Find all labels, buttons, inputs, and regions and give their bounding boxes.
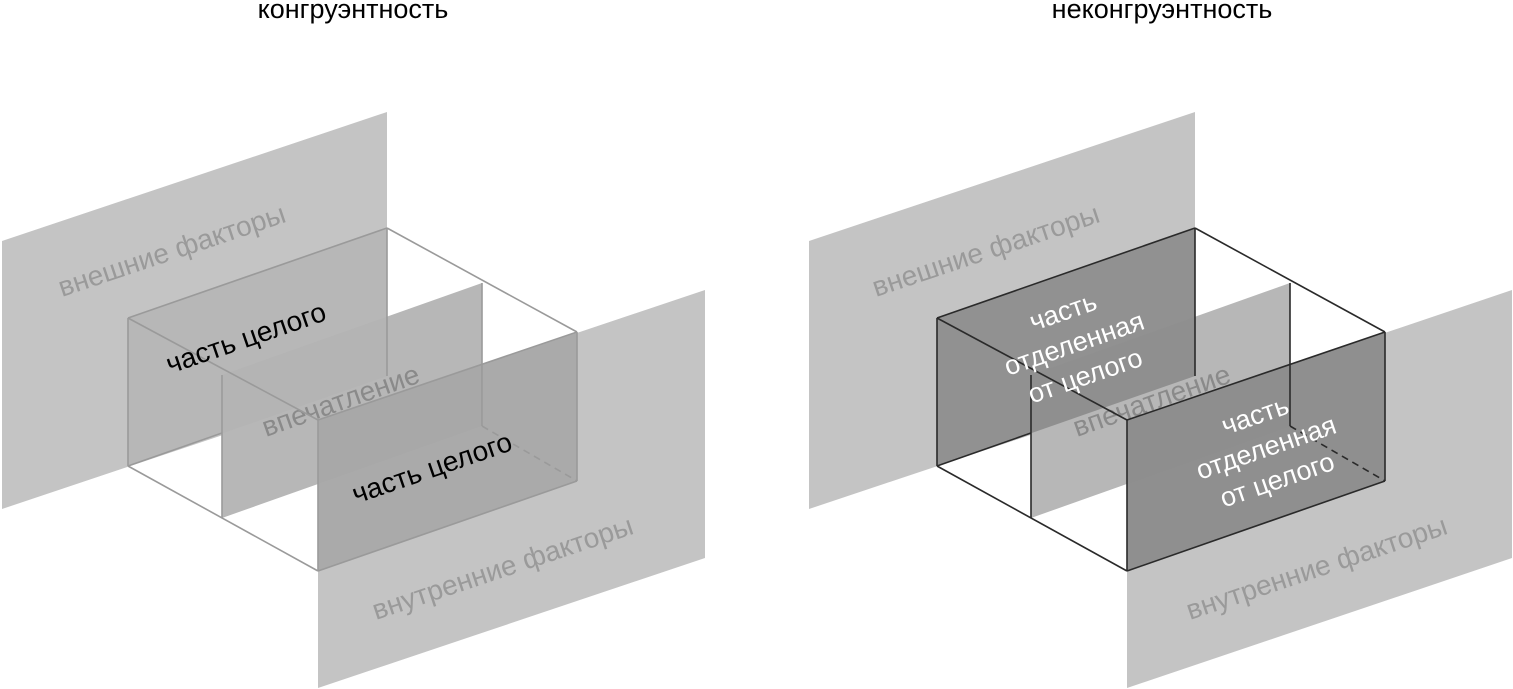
right-diagram: неконгруэнтность внешние факторы внутрен… — [809, 0, 1512, 688]
right-title: неконгруэнтность — [1052, 0, 1273, 24]
left-title: конгруэнтность — [258, 0, 449, 24]
right-part-bottom-plane — [1127, 332, 1385, 571]
right-box-edges — [936, 227, 1386, 572]
left-impression-plane — [222, 283, 482, 518]
left-diagram: конгруэнтность внешние факторы внутренни… — [2, 0, 705, 688]
right-impression-plane — [1031, 283, 1290, 518]
left-part-bottom-plane — [318, 332, 577, 571]
right-part-top-plane — [937, 228, 1195, 466]
left-box-edges — [127, 227, 578, 572]
left-part-top-plane — [128, 228, 387, 466]
